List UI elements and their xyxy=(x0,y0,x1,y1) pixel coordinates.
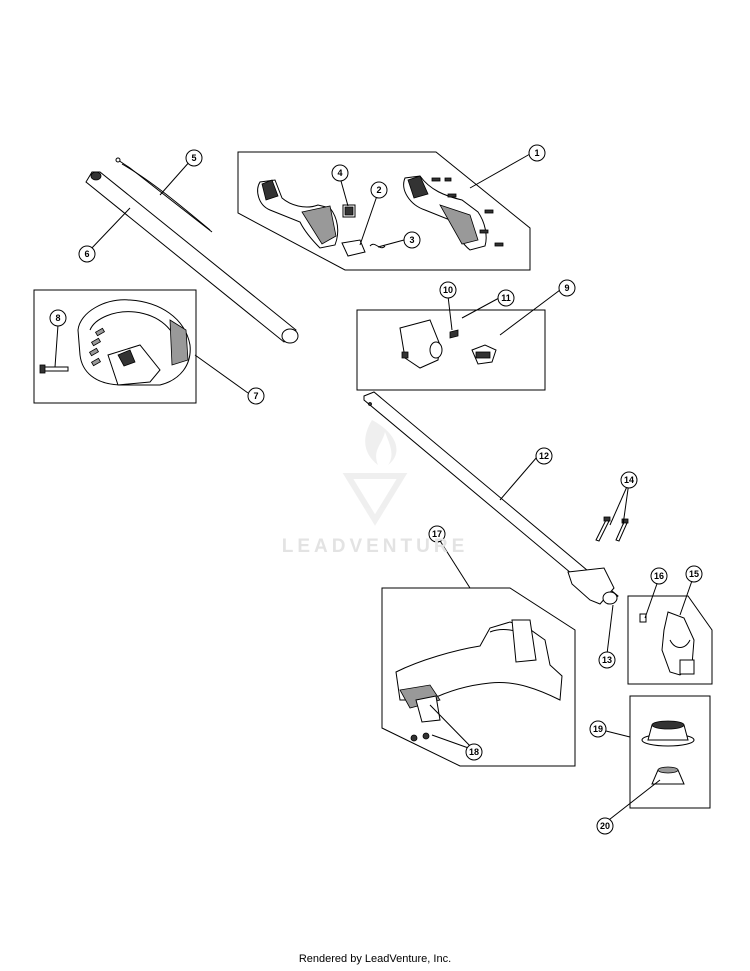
svg-text:10: 10 xyxy=(443,285,453,295)
watermark-text: LEADVENTURE xyxy=(281,536,469,557)
svg-text:9: 9 xyxy=(564,283,569,293)
footer-credit: Rendered by LeadVenture, Inc. xyxy=(298,953,452,965)
callout-10: 10 xyxy=(439,281,457,299)
callout-6: 6 xyxy=(78,245,96,263)
svg-text:16: 16 xyxy=(654,571,664,581)
callout-15: 15 xyxy=(685,565,703,583)
svg-text:2: 2 xyxy=(376,185,381,195)
svg-text:11: 11 xyxy=(501,293,511,303)
panel-debris-guard xyxy=(381,587,576,767)
callout-3: 3 xyxy=(403,231,421,249)
svg-text:14: 14 xyxy=(624,475,634,485)
callout-16: 16 xyxy=(650,567,668,585)
svg-text:7: 7 xyxy=(253,391,258,401)
callout-18: 18 xyxy=(465,743,483,761)
svg-text:12: 12 xyxy=(539,451,549,461)
svg-text:3: 3 xyxy=(409,235,414,245)
callout-11: 11 xyxy=(497,289,515,307)
svg-text:8: 8 xyxy=(55,313,60,323)
panel-front-handle xyxy=(33,289,197,404)
panel-trimmer-head xyxy=(629,695,711,809)
svg-text:6: 6 xyxy=(84,249,89,259)
upper-shaft-tube xyxy=(85,171,299,344)
svg-text:1: 1 xyxy=(534,148,539,158)
bolts-14 xyxy=(595,516,629,542)
front-handle xyxy=(77,299,191,386)
svg-text:15: 15 xyxy=(689,569,699,579)
svg-text:5: 5 xyxy=(191,153,196,163)
panel-handle-assembly xyxy=(237,151,531,271)
callout-9: 9 xyxy=(558,279,576,297)
callout-13: 13 xyxy=(598,651,616,669)
callout-7: 7 xyxy=(247,387,265,405)
panel-gear-head xyxy=(627,595,713,685)
svg-text:4: 4 xyxy=(337,168,342,178)
callout-2: 2 xyxy=(370,181,388,199)
callout-5: 5 xyxy=(185,149,203,167)
callout-1: 1 xyxy=(528,144,546,162)
svg-text:18: 18 xyxy=(469,747,479,757)
watermark-logo xyxy=(342,420,408,526)
gear-head xyxy=(661,611,695,676)
callout-19: 19 xyxy=(589,720,607,738)
svg-text:19: 19 xyxy=(593,724,603,734)
svg-text:20: 20 xyxy=(600,821,610,831)
svg-text:13: 13 xyxy=(602,655,612,665)
callout-12: 12 xyxy=(535,447,553,465)
callout-17: 17 xyxy=(428,525,446,543)
panel-clamp-assembly xyxy=(356,309,546,391)
callout-20: 20 xyxy=(596,817,614,835)
throttle-cable xyxy=(115,157,213,233)
svg-text:17: 17 xyxy=(432,529,442,539)
callout-8: 8 xyxy=(49,309,67,327)
callout-14: 14 xyxy=(620,471,638,489)
callout-4: 4 xyxy=(331,164,349,182)
lower-shaft xyxy=(363,391,619,605)
